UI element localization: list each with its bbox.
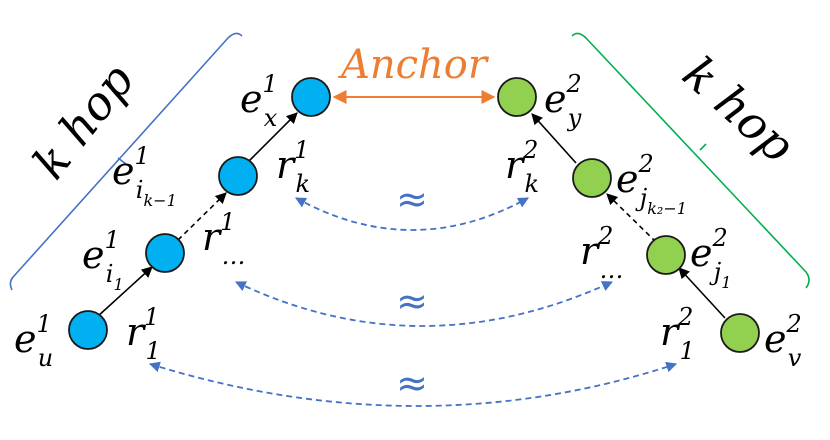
left-bracket-tick <box>117 157 127 165</box>
edge-left-1 <box>96 266 153 318</box>
approx-symbol-3: ≈ <box>396 361 428 405</box>
label-r1-mid: r1… <box>202 208 245 270</box>
right-bracket-tick <box>699 143 707 151</box>
edge-right-1 <box>678 267 726 319</box>
entity-node-kg2-j1 <box>646 235 686 275</box>
entity-node-kg2-v <box>720 313 760 353</box>
entity-node-kg1-u <box>68 310 108 350</box>
approx-symbol-2: ≈ <box>396 279 428 323</box>
similar-link-k <box>295 197 529 231</box>
entity-node-kg2-y <box>497 77 537 117</box>
edge-left-3 <box>248 112 298 162</box>
left-hop-bracket <box>9 32 243 291</box>
label-r2-mid: r2… <box>580 222 623 284</box>
right-hop-bracket <box>571 32 810 289</box>
similar-link-1 <box>148 361 678 407</box>
edge-right-2-dashed <box>606 193 657 243</box>
entity-node-kg1-ik-1 <box>218 156 258 196</box>
entity-node-kg1-i1 <box>145 233 185 273</box>
similar-link-mid <box>235 281 613 327</box>
anchor-label: Anchor <box>337 42 490 88</box>
entity-node-kg1-x <box>291 77 331 117</box>
edge-left-2-dashed <box>177 192 227 241</box>
entity-node-kg2-jk2-1 <box>572 158 612 198</box>
hop-label-right: k hop <box>673 46 805 173</box>
edge-right-3 <box>531 113 577 164</box>
approx-symbol-1: ≈ <box>396 177 428 221</box>
